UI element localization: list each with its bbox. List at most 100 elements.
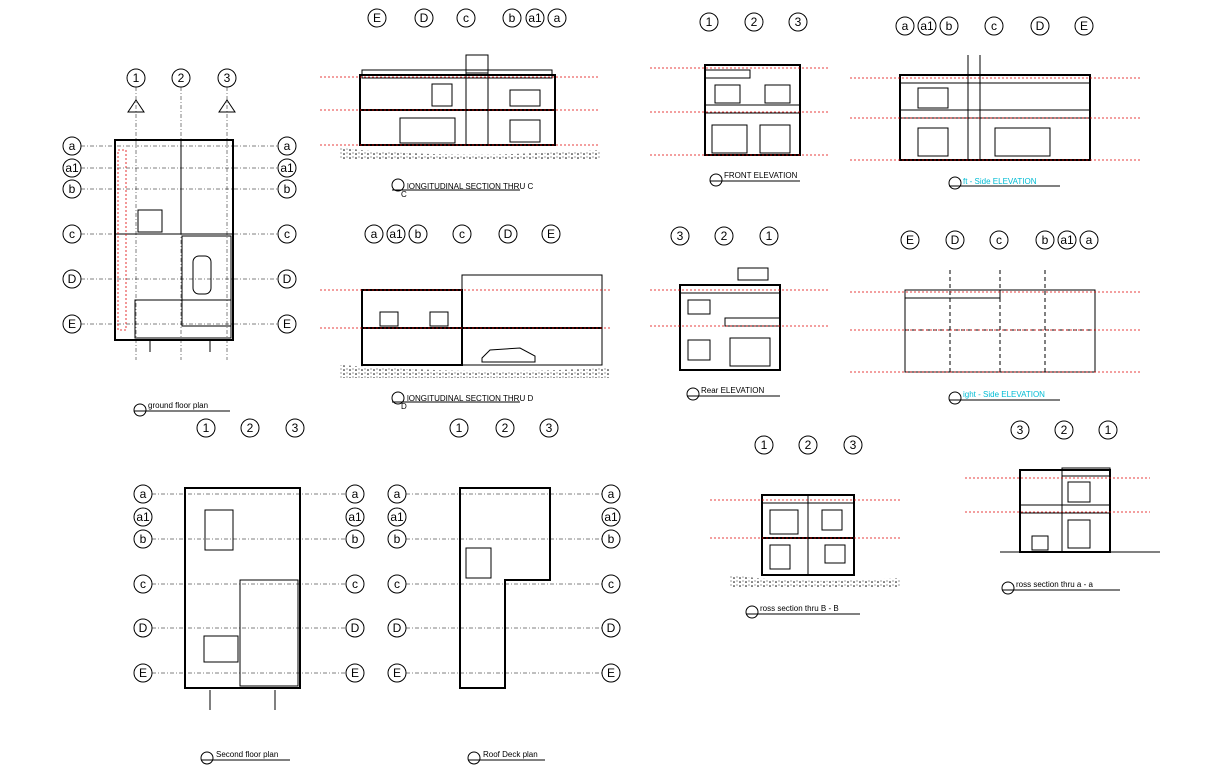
row-bubble: a	[140, 487, 147, 501]
cross-section-b-b: 1 2 3 ross section thru B - B	[710, 435, 900, 619]
title-symbol-icon	[948, 391, 962, 405]
row-bubble: a1	[604, 510, 618, 524]
grid-bubble: a1	[920, 19, 934, 33]
grid-bubble: c	[463, 11, 469, 25]
row-bubble: c	[352, 577, 358, 591]
title-symbol-icon	[133, 403, 147, 417]
row-bubble: a1	[136, 510, 150, 524]
row-bubble: c	[394, 577, 400, 591]
grid-bubble: a1	[389, 227, 403, 241]
grid-bubble: 1	[766, 229, 773, 243]
grid-bubble: E	[906, 233, 914, 247]
row-bubble: a	[284, 139, 291, 153]
terrace-floor	[134, 299, 232, 339]
row-bubble: a	[352, 487, 359, 501]
ground-line	[730, 575, 900, 588]
row-bubble: c	[140, 577, 146, 591]
view-title: FRONT ELEVATION	[724, 171, 798, 180]
section-marker-label: D	[401, 402, 407, 411]
title-symbol-icon	[745, 605, 759, 619]
grid-bubble: 2	[721, 229, 728, 243]
col-bubble: 1	[203, 421, 210, 435]
ground-plan-row-bubbles: a a1 b c D E a a1 b c D E	[62, 136, 297, 334]
grid-bubble: a	[554, 11, 561, 25]
title-symbol-icon	[200, 751, 214, 765]
grid-bubble: 3	[850, 438, 857, 452]
row-bubble: E	[607, 666, 615, 680]
grid-bubble: D	[1036, 19, 1045, 33]
view-title: Rear ELEVATION	[701, 386, 765, 395]
cross-section-a-a: 3 2 1 ross section thru a - a	[965, 420, 1160, 595]
row-bubble: a	[394, 487, 401, 501]
ground-plan-outline	[114, 139, 234, 341]
roof-slab	[361, 69, 553, 79]
ground-line	[340, 148, 600, 160]
grid-bubble: c	[996, 233, 1002, 247]
section-marker-label: C	[401, 190, 407, 199]
view-title: ross section thru B - B	[760, 604, 839, 613]
view-title: ight - Side ELEVATION	[963, 390, 1045, 399]
col-bubble: 3	[224, 71, 231, 85]
row-bubble: a	[608, 487, 615, 501]
grid-bubble: a1	[1060, 233, 1074, 247]
grid-bubble: 3	[1017, 423, 1024, 437]
longitudinal-section-c: E D c b a1 a lONGITUDINAL SECTION THRU C…	[320, 8, 600, 199]
rear-elevation: 3 2 1 Rear ELEVATION	[650, 226, 830, 401]
row-bubble: D	[607, 621, 616, 635]
grid-bubble: b	[946, 19, 953, 33]
grid-bubble: 2	[805, 438, 812, 452]
row-bubble: b	[608, 532, 615, 546]
row-bubble: b	[352, 532, 359, 546]
row-bubble: a	[69, 139, 76, 153]
row-bubble: E	[283, 317, 291, 331]
view-title: lONGITUDINAL SECTION THRU C	[407, 182, 533, 191]
section-marker-icon	[218, 99, 236, 113]
section-marker-icon	[127, 99, 145, 113]
title-symbol-icon	[709, 173, 723, 187]
title-symbol-icon	[686, 387, 700, 401]
roof-deck-plan: 1 2 3 a a1 b c D E a a1 b c D E Roof Dec…	[387, 418, 621, 765]
right-side-elevation: E D c b a1 a ight - Side ELEVATION	[850, 230, 1140, 405]
stair	[137, 209, 163, 233]
col-bubble: 1	[133, 71, 140, 85]
grid-bubble: E	[1080, 19, 1088, 33]
row-bubble: b	[140, 532, 147, 546]
view-title: Second floor plan	[216, 750, 278, 759]
grid-bubble: b	[509, 11, 516, 25]
row-bubble: D	[139, 621, 148, 635]
view-title: lONGITUDINAL SECTION THRU D	[407, 394, 533, 403]
title-symbol-icon	[391, 391, 405, 405]
grid-bubble: E	[373, 11, 381, 25]
grid-bubble: D	[504, 227, 513, 241]
grid-bubble: a	[902, 19, 909, 33]
garage-floor	[181, 235, 232, 327]
row-bubble: a1	[65, 161, 79, 175]
grid-bubble: a	[371, 227, 378, 241]
row-bubble: E	[68, 317, 76, 331]
title-symbol-icon	[948, 176, 962, 190]
left-side-elevation: a a1 b c D E ft - Side ELEVATION	[850, 16, 1140, 190]
view-title: ground floor plan	[148, 401, 208, 410]
grid-bubble: D	[420, 11, 429, 25]
front-elevation: 1 2 3 FRONT ELEVATION	[650, 12, 830, 187]
col-bubble: 2	[502, 421, 509, 435]
ground-line	[340, 365, 610, 378]
row-bubble: D	[351, 621, 360, 635]
grid-bubble: 1	[706, 15, 713, 29]
grid-bubble: c	[459, 227, 465, 241]
title-symbol-icon	[467, 751, 481, 765]
grid-bubble: a	[1086, 233, 1093, 247]
car-icon	[481, 347, 536, 363]
view-title: Roof Deck plan	[483, 750, 538, 759]
col-bubble: 3	[546, 421, 553, 435]
row-bubble: a1	[348, 510, 362, 524]
view-title: ft - Side ELEVATION	[963, 177, 1037, 186]
col-bubble: 3	[292, 421, 299, 435]
row-bubble: D	[283, 272, 292, 286]
grid-bubble: D	[951, 233, 960, 247]
grid-bubble: E	[547, 227, 555, 241]
section-c-bubbles: E D c b a1 a	[367, 8, 567, 28]
view-title: ross section thru a - a	[1016, 580, 1093, 589]
dimension-line	[117, 149, 127, 331]
